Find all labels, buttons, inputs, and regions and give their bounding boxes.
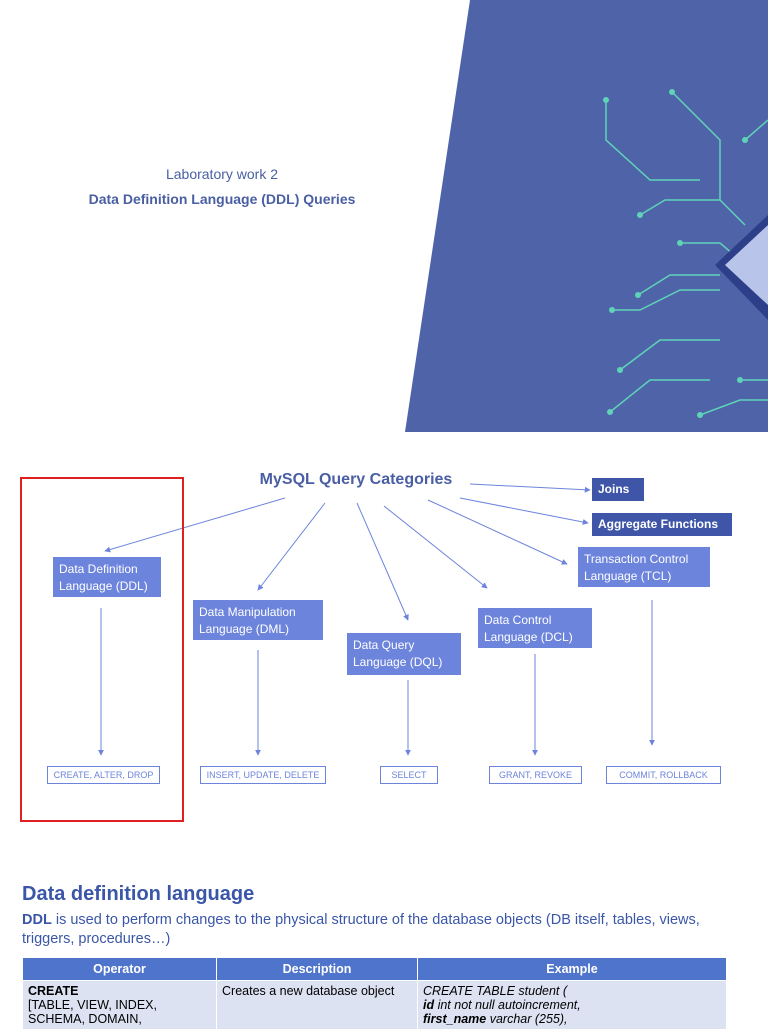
operator-name: CREATE <box>28 984 79 998</box>
example-line1: CREATE TABLE student ( <box>423 984 568 998</box>
example-line2-rest: int not null autoincrement, <box>434 998 581 1012</box>
example-line2: id int not null autoincrement, <box>423 998 721 1012</box>
circuit-hero-image <box>405 0 768 432</box>
dql-line1: Data Query <box>353 638 415 652</box>
lab-title: Data Definition Language (DDL) Queries <box>88 191 356 207</box>
ddl-category-box: Data Definition Language (DDL) <box>53 557 161 597</box>
operator-cell: CREATE [TABLE, VIEW, INDEX, SCHEMA, DOMA… <box>22 980 217 1030</box>
dcl-line1: Data Control <box>484 613 552 627</box>
header-example: Example <box>417 957 727 981</box>
dml-commands: INSERT, UPDATE, DELETE <box>200 766 326 784</box>
diagram-arrows <box>98 483 655 756</box>
dql-category-box: Data Query Language (DQL) <box>347 633 461 675</box>
ddl-operators-table: Operator Description Example CREATE [TAB… <box>22 957 727 1030</box>
operator-sub1: [TABLE, VIEW, INDEX, <box>28 998 157 1012</box>
dcl-line2: Language (DCL) <box>484 630 573 644</box>
tcl-line1: Transaction Control <box>584 552 689 566</box>
operator-sub2: SCHEMA, DOMAIN, <box>28 1012 142 1026</box>
lab-work-subtitle: Laboratory work 2 <box>165 166 279 182</box>
table-header-row: Operator Description Example <box>22 957 727 981</box>
tcl-line2: Language (TCL) <box>584 569 672 583</box>
dcl-category-box: Data Control Language (DCL) <box>478 608 592 648</box>
description-cell: Creates a new database object <box>216 980 418 1030</box>
example-line3-bold: first_name <box>423 1012 487 1026</box>
dql-line2: Language (DQL) <box>353 655 443 669</box>
tcl-category-box: Transaction Control Language (TCL) <box>578 547 710 587</box>
header-operator: Operator <box>22 957 217 981</box>
table-row: CREATE [TABLE, VIEW, INDEX, SCHEMA, DOMA… <box>22 980 727 1030</box>
ddl-commands: CREATE, ALTER, DROP <box>47 766 160 784</box>
ddl-intro-text: is used to perform changes to the physic… <box>22 912 700 947</box>
dml-category-box: Data Manipulation Language (DML) <box>193 600 323 640</box>
dml-line2: Language (DML) <box>199 622 290 636</box>
tcl-commands: COMMIT, ROLLBACK <box>606 766 721 784</box>
ddl-intro: DDL is used to perform changes to the ph… <box>22 911 732 949</box>
dml-line1: Data Manipulation <box>199 605 296 619</box>
ddl-line2: Language (DDL) <box>59 579 148 593</box>
aggregate-functions-box: Aggregate Functions <box>592 513 732 536</box>
ddl-heading: Data definition language <box>22 883 255 905</box>
ddl-line1: Data Definition <box>59 562 138 576</box>
example-line2-bold: id <box>423 998 435 1012</box>
example-line3-rest: varchar (255), <box>486 1012 568 1026</box>
dql-commands: SELECT <box>380 766 438 784</box>
ddl-intro-bold: DDL <box>22 912 52 928</box>
title-slide: Laboratory work 2 Data Definition Langua… <box>0 0 768 432</box>
dcl-commands: GRANT, REVOKE <box>489 766 582 784</box>
ddl-section: Data definition language DDL is used to … <box>22 880 732 949</box>
header-description: Description <box>216 957 418 981</box>
example-line3: first_name varchar (255), <box>423 1012 721 1026</box>
example-cell: CREATE TABLE student ( id int not null a… <box>417 980 727 1030</box>
joins-box: Joins <box>592 478 644 501</box>
diagram-title: MySQL Query Categories <box>259 471 453 488</box>
query-categories-diagram: MySQL Query Categories Joins Aggregate F… <box>0 440 768 840</box>
ddl-highlight-frame <box>20 477 184 822</box>
